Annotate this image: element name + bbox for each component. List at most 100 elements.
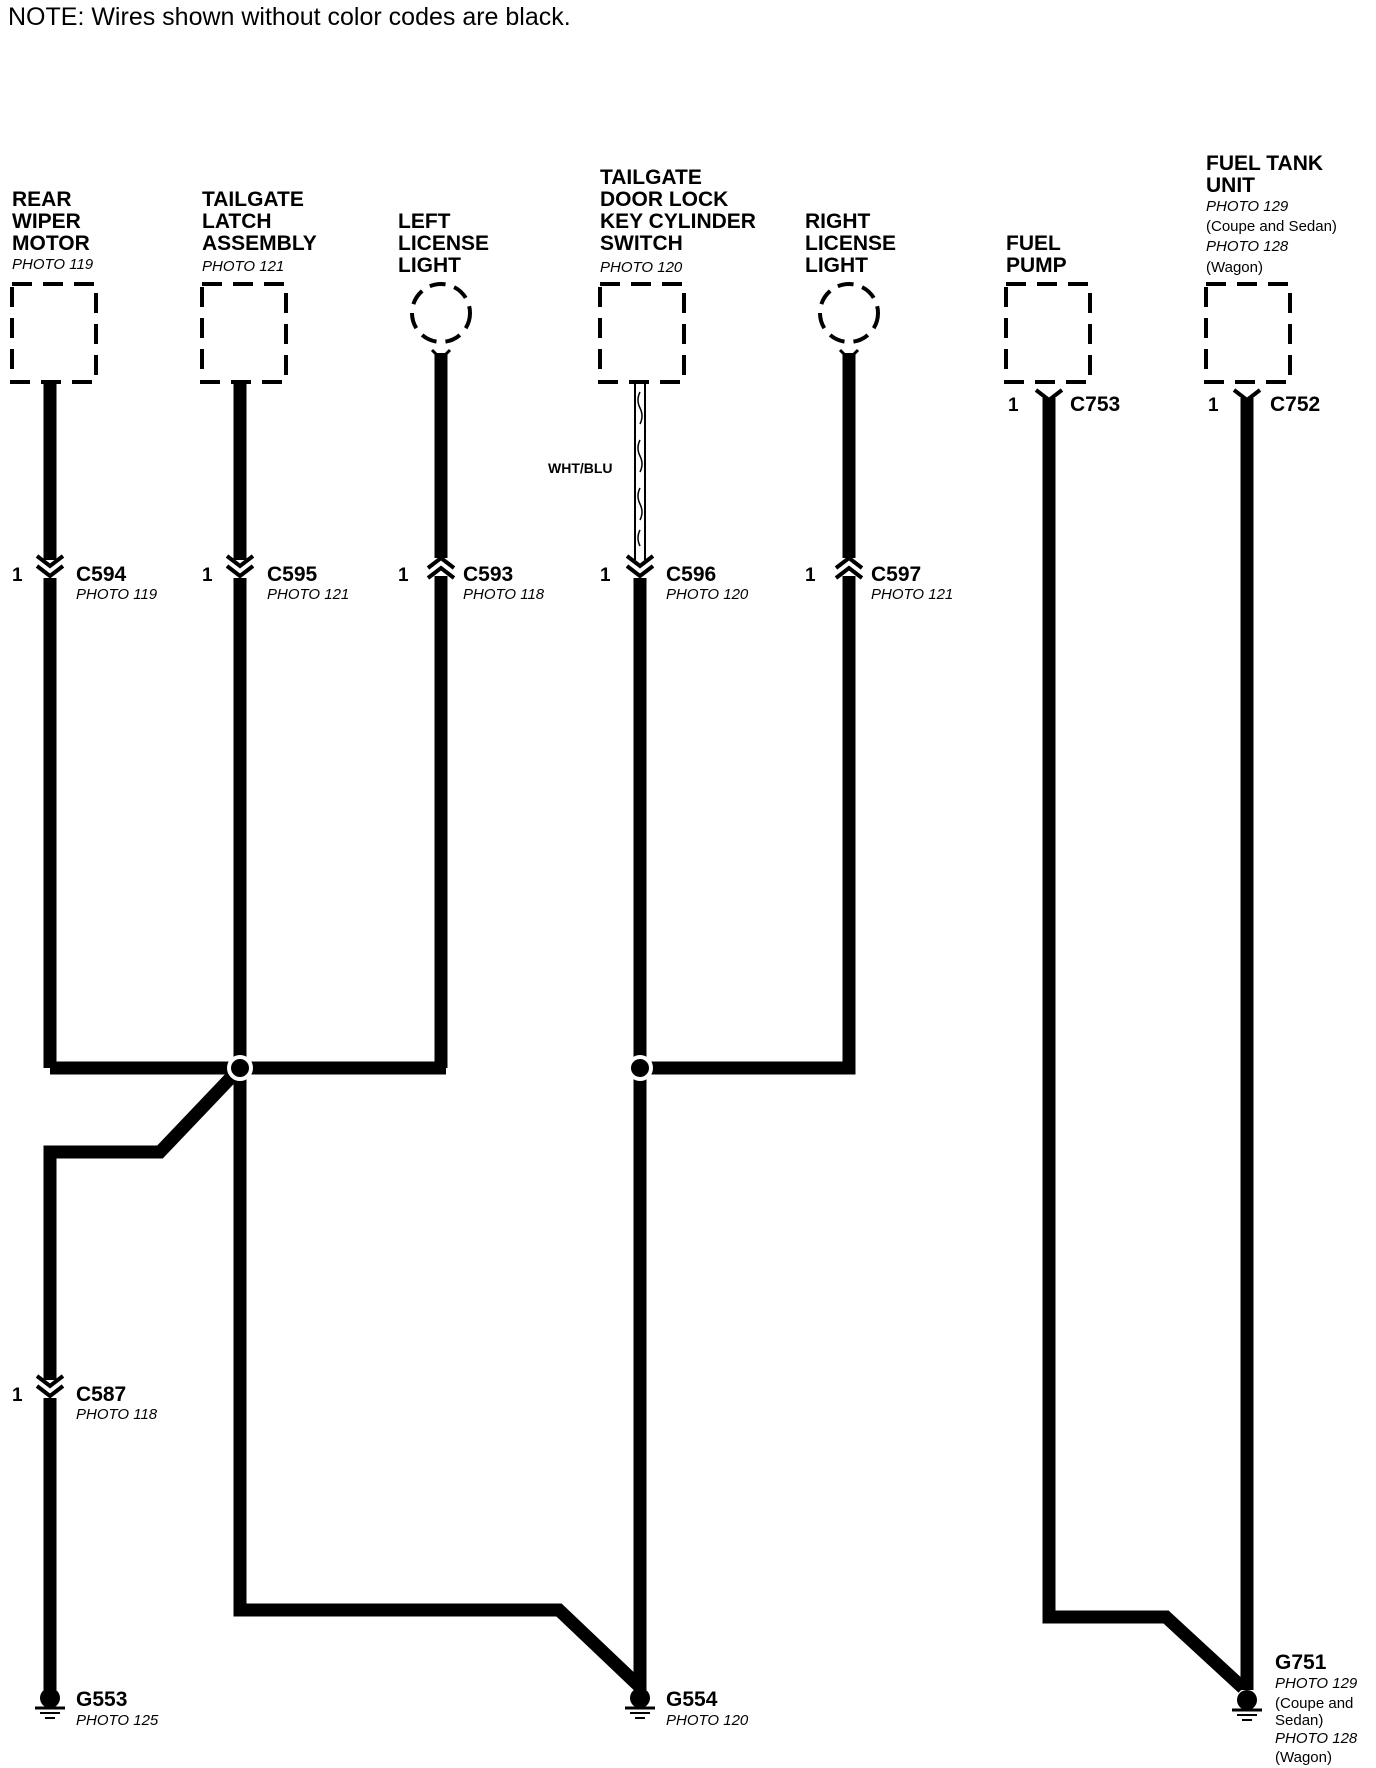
connector-c753-symbol xyxy=(1034,388,1064,403)
right-license-light-label: RIGHT LICENSE LIGHT xyxy=(805,210,896,277)
svg-text:G554: G554 xyxy=(666,1688,718,1711)
ground-g553-icon xyxy=(35,1688,65,1719)
wires xyxy=(43,353,1254,1693)
svg-text:1: 1 xyxy=(1208,395,1219,416)
svg-text:PHOTO 119: PHOTO 119 xyxy=(76,586,158,603)
connector-c597-symbol xyxy=(834,555,864,580)
connector-c587-symbol xyxy=(35,1374,65,1399)
svg-text:MOTOR: MOTOR xyxy=(12,232,90,255)
connector-c595-label: 1 C595 PHOTO 121 xyxy=(202,563,349,603)
ground-g751-icon xyxy=(1232,1690,1262,1721)
svg-text:FUEL TANK: FUEL TANK xyxy=(1206,152,1323,175)
svg-text:PHOTO 128: PHOTO 128 xyxy=(1206,238,1289,255)
connector-c753-label: 1 C753 xyxy=(1008,393,1120,416)
connector-c597-label: 1 C597 PHOTO 121 xyxy=(805,563,953,603)
tailgate-latch-assembly-box xyxy=(200,282,288,384)
svg-text:DOOR LOCK: DOOR LOCK xyxy=(600,188,728,211)
svg-text:PHOTO 125: PHOTO 125 xyxy=(76,1712,159,1729)
svg-text:TAILGATE: TAILGATE xyxy=(600,166,702,189)
svg-text:PHOTO 118: PHOTO 118 xyxy=(463,586,545,603)
fuel-pump-box xyxy=(1004,282,1092,384)
connector-c593-symbol xyxy=(426,555,456,580)
svg-text:PHOTO 120: PHOTO 120 xyxy=(666,586,749,603)
tailgate-door-lock-switch-label: TAILGATE DOOR LOCK KEY CYLINDER SWITCH P… xyxy=(600,166,756,276)
svg-text:(Wagon): (Wagon) xyxy=(1206,259,1263,276)
svg-text:C595: C595 xyxy=(267,563,318,586)
svg-text:C752: C752 xyxy=(1270,393,1320,416)
left-bulb-lead xyxy=(430,348,452,362)
diagram-note: NOTE: Wires shown without color codes ar… xyxy=(8,3,571,31)
svg-text:LIGHT: LIGHT xyxy=(805,254,868,277)
svg-text:LICENSE: LICENSE xyxy=(398,232,489,255)
svg-text:FUEL: FUEL xyxy=(1006,232,1061,255)
connector-c587-label: 1 C587 PHOTO 118 xyxy=(12,1383,158,1423)
svg-text:1: 1 xyxy=(1008,395,1019,416)
connector-c594-label: 1 C594 PHOTO 119 xyxy=(12,563,158,603)
svg-text:PHOTO 120: PHOTO 120 xyxy=(666,1712,749,1729)
splice-left xyxy=(227,1055,253,1081)
svg-text:PHOTO 121: PHOTO 121 xyxy=(267,586,349,603)
svg-text:PUMP: PUMP xyxy=(1006,254,1067,277)
connector-c595-symbol xyxy=(225,554,255,579)
svg-text:ASSEMBLY: ASSEMBLY xyxy=(202,232,317,255)
splice-right xyxy=(627,1055,653,1081)
svg-text:G751: G751 xyxy=(1275,1651,1327,1674)
wire-wht-blu xyxy=(634,382,646,560)
wire-color-label: WHT/BLU xyxy=(548,460,613,476)
connector-c596-symbol xyxy=(625,554,655,579)
svg-text:SWITCH: SWITCH xyxy=(600,232,683,255)
svg-text:1: 1 xyxy=(12,1385,23,1406)
svg-text:PHOTO 129: PHOTO 129 xyxy=(1206,198,1289,215)
left-license-light-bulb xyxy=(410,282,472,344)
svg-text:PHOTO 121: PHOTO 121 xyxy=(871,586,953,603)
wire-tailgate-latch xyxy=(233,382,646,1693)
svg-text:(Coupe and: (Coupe and xyxy=(1275,1695,1353,1712)
svg-text:1: 1 xyxy=(12,565,23,586)
connector-c594-symbol xyxy=(35,554,65,579)
svg-text:RIGHT: RIGHT xyxy=(805,210,871,233)
svg-text:PHOTO 118: PHOTO 118 xyxy=(76,1406,158,1423)
svg-text:REAR: REAR xyxy=(12,188,72,211)
tailgate-latch-assembly-label: TAILGATE LATCH ASSEMBLY PHOTO 121 xyxy=(202,188,317,275)
fuel-pump-label: FUEL PUMP xyxy=(1006,232,1067,277)
svg-text:UNIT: UNIT xyxy=(1206,174,1255,197)
ground-g554-label: G554 PHOTO 120 xyxy=(666,1688,749,1729)
svg-text:TAILGATE: TAILGATE xyxy=(202,188,304,211)
left-license-light-label: LEFT LICENSE LIGHT xyxy=(398,210,489,277)
right-license-light-bulb xyxy=(818,282,880,344)
tailgate-door-lock-switch-box xyxy=(598,282,686,384)
fuel-tank-unit-box xyxy=(1204,282,1292,384)
svg-text:(Wagon): (Wagon) xyxy=(1275,1749,1332,1766)
svg-text:LATCH: LATCH xyxy=(202,210,272,233)
wire-to-g553 xyxy=(43,1063,245,1690)
svg-text:(Coupe and Sedan): (Coupe and Sedan) xyxy=(1206,218,1337,235)
svg-text:1: 1 xyxy=(202,565,213,586)
ground-g554-icon xyxy=(625,1688,655,1719)
connector-c593-label: 1 C593 PHOTO 118 xyxy=(398,563,545,603)
rear-wiper-motor-box xyxy=(10,282,98,384)
svg-text:C593: C593 xyxy=(463,563,513,586)
svg-text:PHOTO 120: PHOTO 120 xyxy=(600,259,683,276)
svg-text:PHOTO 128: PHOTO 128 xyxy=(1275,1730,1358,1747)
svg-text:1: 1 xyxy=(805,565,816,586)
svg-text:PHOTO 121: PHOTO 121 xyxy=(202,258,284,275)
ground-g553-label: G553 PHOTO 125 xyxy=(76,1688,159,1729)
svg-text:C596: C596 xyxy=(666,563,716,586)
connector-c596-label: 1 C596 PHOTO 120 xyxy=(600,563,749,603)
wire-right-license xyxy=(640,353,856,1075)
svg-text:WIPER: WIPER xyxy=(12,210,81,233)
ground-g751-label: G751 PHOTO 129 (Coupe and Sedan) PHOTO 1… xyxy=(1275,1651,1358,1766)
svg-text:LIGHT: LIGHT xyxy=(398,254,461,277)
right-bulb-lead xyxy=(838,348,860,362)
svg-text:C597: C597 xyxy=(871,563,921,586)
svg-text:PHOTO 119: PHOTO 119 xyxy=(12,256,94,273)
svg-text:C594: C594 xyxy=(76,563,127,586)
svg-text:1: 1 xyxy=(398,565,409,586)
svg-text:G553: G553 xyxy=(76,1688,127,1711)
svg-text:C753: C753 xyxy=(1070,393,1120,416)
rear-wiper-motor-label: REAR WIPER MOTOR PHOTO 119 xyxy=(12,188,94,273)
fuel-tank-unit-label: FUEL TANK UNIT PHOTO 129 (Coupe and Seda… xyxy=(1206,152,1337,276)
svg-text:C587: C587 xyxy=(76,1383,126,1406)
svg-text:1: 1 xyxy=(600,565,611,586)
